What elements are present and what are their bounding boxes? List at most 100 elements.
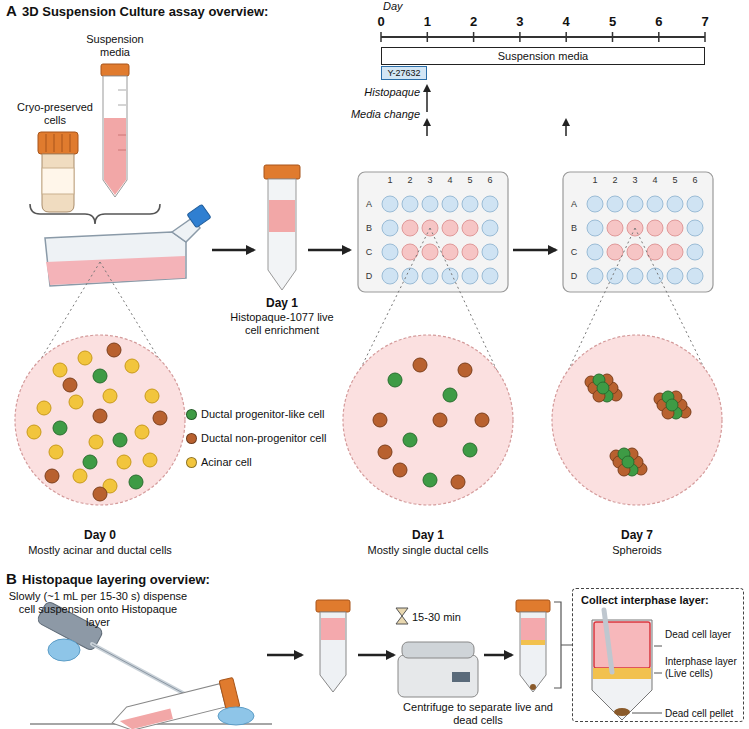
cell-view-day1 xyxy=(451,475,465,489)
label: Histopaque-1077 live cell enrichment xyxy=(227,311,337,337)
cell-view-day0 xyxy=(135,425,149,439)
label: A xyxy=(567,199,581,209)
zoom-tube xyxy=(604,610,612,672)
node-text: Suspension media xyxy=(498,50,589,63)
zoom-tube xyxy=(594,622,650,668)
separated-tube xyxy=(521,640,545,645)
label: B xyxy=(362,223,376,233)
media-tube xyxy=(103,76,127,197)
timeline xyxy=(426,120,428,136)
timeline xyxy=(519,32,521,42)
step-arrows xyxy=(212,249,254,252)
label: Mostly acinar and ductal cells xyxy=(0,544,200,557)
treatment-box: Y-27632 xyxy=(381,66,427,80)
cell-view-day0 xyxy=(93,369,107,383)
timeline xyxy=(704,32,706,42)
centrifuge xyxy=(396,608,408,624)
cell-view-day0 xyxy=(103,389,117,403)
label: 4 xyxy=(556,14,576,29)
legend-text: Acinar cell xyxy=(201,456,252,469)
label: 4 xyxy=(647,175,663,185)
timeline xyxy=(658,32,660,42)
cell-view-day7 xyxy=(552,335,722,505)
cell-view-day1 xyxy=(463,443,477,457)
legend-swatch xyxy=(186,409,197,420)
pipetting xyxy=(218,707,254,725)
cell-view-day1 xyxy=(475,413,489,427)
cell-view-day0 xyxy=(93,487,107,501)
cell-view-day0 xyxy=(78,351,92,365)
cell-view-day1 xyxy=(378,445,392,459)
label: Day 0 xyxy=(40,528,160,542)
label: 1 xyxy=(382,175,398,185)
label: 0 xyxy=(371,14,391,29)
cell-view-day0 xyxy=(129,475,143,489)
timeline xyxy=(426,86,428,112)
cell-view-day1 xyxy=(373,413,387,427)
label: 1 xyxy=(587,175,603,185)
label: D xyxy=(362,271,376,281)
label: Day 7 xyxy=(577,528,697,542)
cryo-vial xyxy=(42,154,74,212)
cell-view-day0 xyxy=(83,455,97,469)
histopaque-tube xyxy=(264,165,300,290)
centrifuge xyxy=(402,642,474,658)
label: Histopaque xyxy=(330,86,420,99)
label: D xyxy=(567,271,581,281)
timeline xyxy=(381,36,705,38)
node-text: Interphase layer (Live cells) xyxy=(665,656,743,680)
cell-view-day1 xyxy=(423,473,437,487)
cell-view-day1 xyxy=(343,335,513,505)
cell-view-day1 xyxy=(413,358,427,372)
culture-flask xyxy=(45,204,211,286)
pipetting xyxy=(92,644,196,700)
node-text: Collect interphase layer: xyxy=(581,594,741,607)
label: Centrifuge to separate live and dead cel… xyxy=(398,701,558,727)
zoom-tube xyxy=(592,620,652,720)
cell-view-day0 xyxy=(113,433,127,447)
timeline xyxy=(427,32,429,42)
well-plates xyxy=(358,172,508,292)
cryo-vial xyxy=(62,134,63,152)
label: Spheroids xyxy=(537,544,737,557)
label: B xyxy=(6,570,17,587)
layered-tube xyxy=(316,600,394,692)
cell-view-day7 xyxy=(585,374,622,402)
cell-view-day0 xyxy=(49,445,63,459)
label: 3 xyxy=(510,14,530,29)
legend-text: Ductal progenitor-like cell xyxy=(201,408,325,421)
label: A xyxy=(6,2,17,19)
media-tube xyxy=(118,90,126,91)
label: B xyxy=(567,223,581,233)
cell-view-day0 xyxy=(153,411,167,425)
cell-view-day0 xyxy=(27,425,41,439)
label: 7 xyxy=(695,14,715,29)
label: Cryo-preserved cells xyxy=(15,101,95,127)
node-text: Dead cell layer xyxy=(665,629,743,641)
separated-tube xyxy=(520,612,546,692)
cryo-vial xyxy=(38,132,78,212)
zoom-tube xyxy=(632,713,662,714)
media-tube xyxy=(118,105,126,106)
node-text: Y-27632 xyxy=(387,68,420,79)
media-tube xyxy=(104,118,126,195)
histopaque-tube xyxy=(264,165,300,179)
label: 3 xyxy=(627,175,643,185)
centrifuge xyxy=(484,654,512,657)
layered-tube xyxy=(321,618,345,640)
legend-swatch xyxy=(186,457,197,468)
pipetting xyxy=(48,639,80,661)
media-tube xyxy=(118,135,126,136)
cell-view-day7 xyxy=(610,448,647,476)
label: C xyxy=(362,247,376,257)
cryo-vial xyxy=(42,168,74,194)
timeline xyxy=(381,32,705,136)
label: Histopaque layering overview: xyxy=(22,572,210,587)
layered-tube xyxy=(320,612,346,692)
label: Day xyxy=(383,0,403,13)
label: 15-30 min xyxy=(412,611,461,624)
culture-flask xyxy=(45,232,186,286)
cell-view-day0 xyxy=(107,343,121,357)
cell-view-day0 xyxy=(15,335,185,505)
histopaque-tube xyxy=(269,200,295,232)
